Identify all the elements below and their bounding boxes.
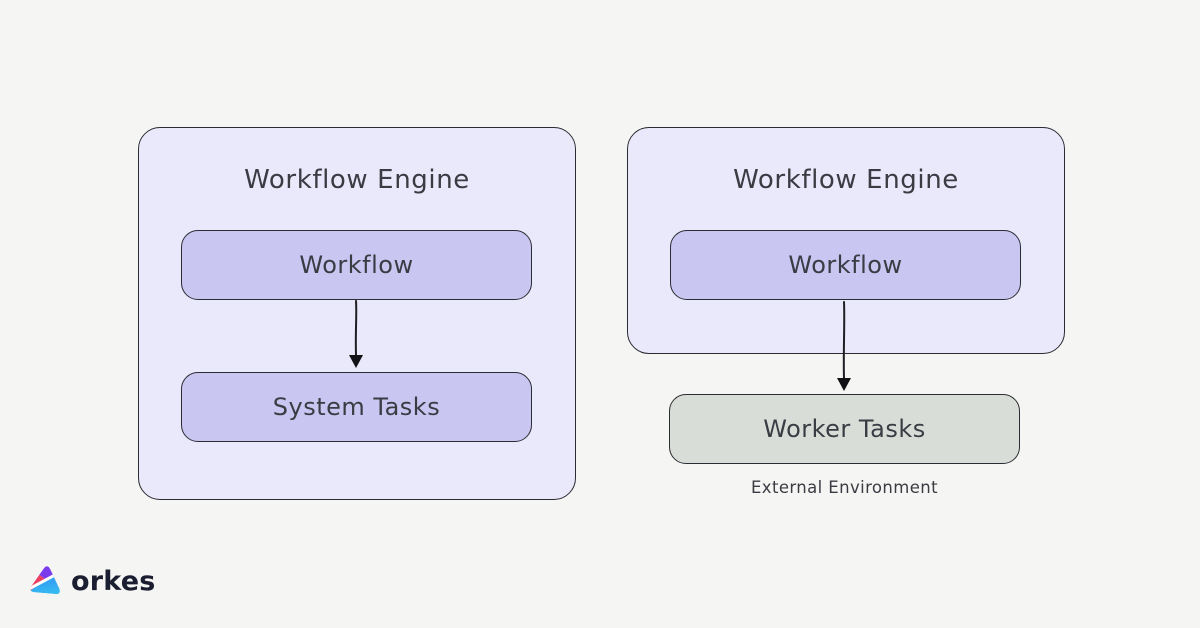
workflow-node-right: Workflow: [670, 230, 1021, 300]
workflow-node-right-label: Workflow: [788, 251, 903, 279]
system-tasks-node: System Tasks: [181, 372, 532, 442]
arrow-down-icon: [349, 300, 363, 368]
orkes-logo: orkes: [28, 564, 155, 599]
workflow-engine-box-right: Workflow Engine Workflow: [627, 127, 1065, 354]
workflow-node-left: Workflow: [181, 230, 532, 300]
workflow-engine-box-left: Workflow Engine Workflow System Tasks: [138, 127, 576, 500]
orkes-logo-text: orkes: [71, 566, 156, 597]
arrow-down-icon: [837, 301, 851, 391]
orkes-logo-icon: [30, 564, 62, 595]
worker-tasks-node: Worker Tasks: [669, 394, 1020, 464]
engine-title-right: Workflow Engine: [733, 165, 959, 195]
worker-tasks-node-label: Worker Tasks: [763, 415, 926, 443]
system-tasks-node-label: System Tasks: [272, 393, 441, 421]
engine-title-left: Workflow Engine: [244, 165, 470, 195]
external-environment-caption: External Environment: [750, 478, 939, 497]
workflow-node-left-label: Workflow: [299, 251, 414, 279]
